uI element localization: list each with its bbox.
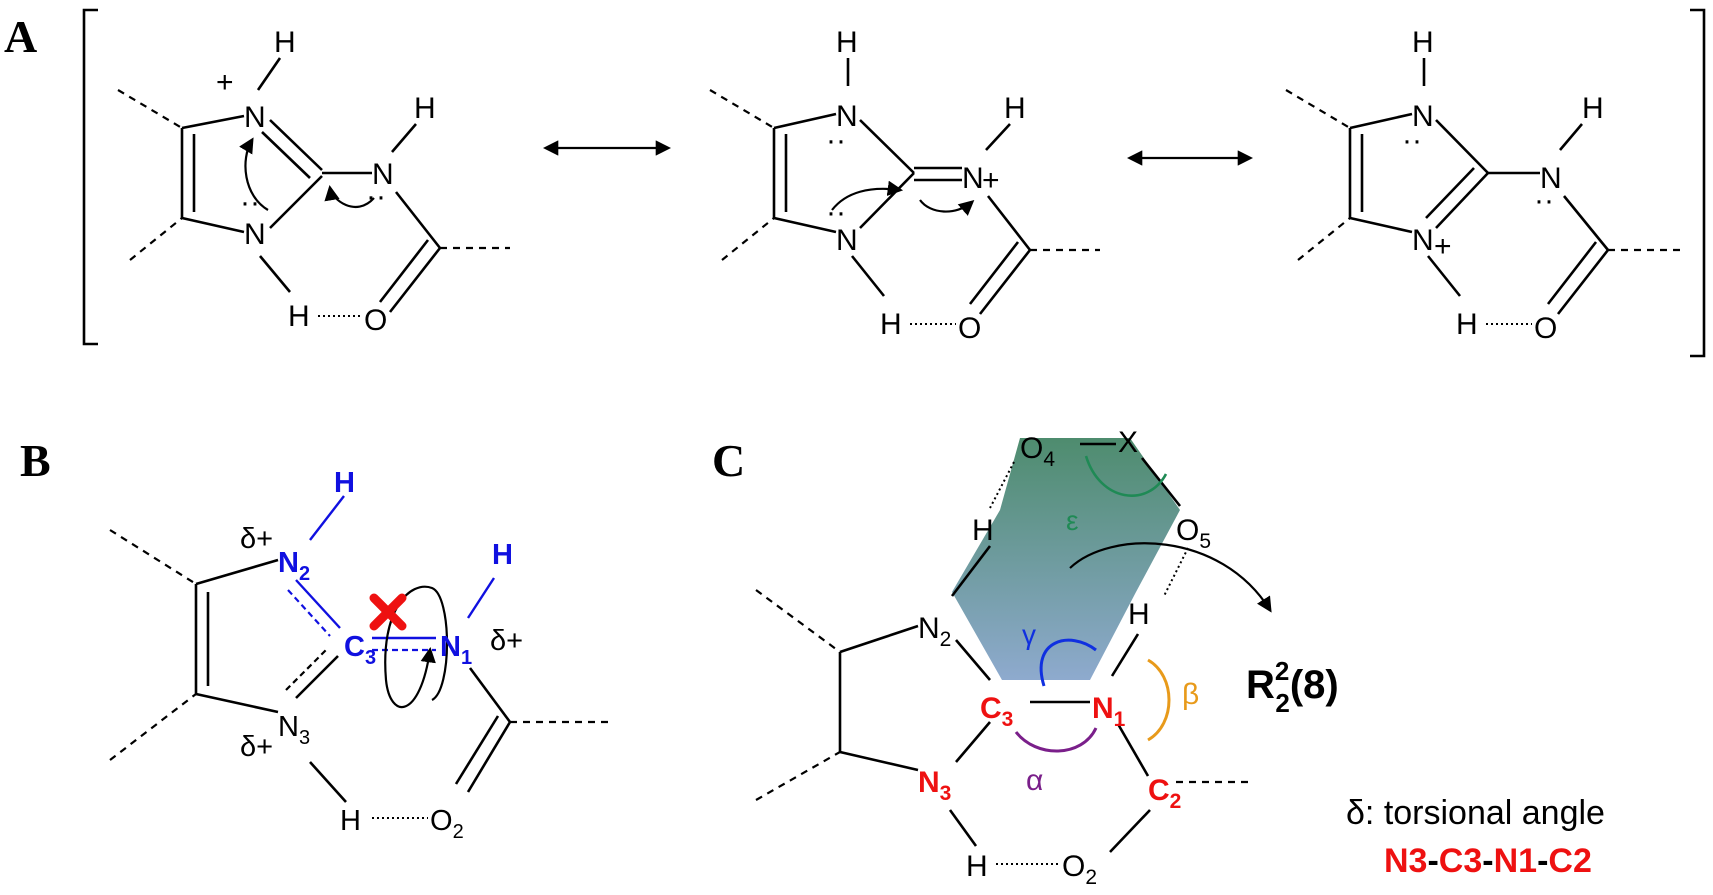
b-delta-n3: δ+ <box>240 731 273 763</box>
panel-a: A N + <box>4 8 1706 358</box>
b-delta-n2: δ+ <box>240 523 273 555</box>
a3-n-bottom: N <box>1412 224 1434 257</box>
b-delta-n1: δ+ <box>490 625 523 657</box>
panel-c: C O4 X O5 H H N2 <box>712 426 1605 889</box>
left-bracket <box>82 8 98 346</box>
b-o2: O2 <box>430 805 464 843</box>
a1-lone-pair-bottom: ·· <box>240 186 260 219</box>
c-h-bottom: H <box>966 850 988 883</box>
a1-o: O <box>364 304 387 337</box>
b-n2: N2 <box>278 547 310 585</box>
a3-h-amide: H <box>1582 92 1604 125</box>
b-n1: N1 <box>440 631 472 669</box>
b-h-n2: H <box>334 467 355 499</box>
a1-lone-pair-amide: ·· <box>366 180 386 213</box>
b-h-bottom: H <box>340 805 361 837</box>
a1-h-amide: H <box>414 92 436 125</box>
blocked-rotation-cross <box>369 593 407 631</box>
c-c2: C2 <box>1148 774 1181 813</box>
a1-n-bottom: N <box>244 218 266 251</box>
panel-b: B H δ+ N2 <box>20 435 612 843</box>
a1-n-top: N <box>244 101 266 134</box>
a1-n-amide: N <box>372 158 394 191</box>
angle-gamma-label: γ <box>1022 619 1036 650</box>
a2-h-bottom: H <box>880 308 902 341</box>
panel-letter-b: B <box>20 435 51 486</box>
a2-n-bottom: N <box>836 224 858 257</box>
a1-plus: + <box>216 66 234 99</box>
c-x: X <box>1118 426 1138 459</box>
c-h-left: H <box>972 514 994 547</box>
angle-epsilon-arc <box>1084 455 1168 497</box>
a2-h-top: H <box>836 26 858 59</box>
a2-o: O <box>958 312 981 345</box>
angle-epsilon-label: ε <box>1066 505 1078 536</box>
angle-gamma-arc <box>1039 638 1097 687</box>
a3-h-bottom: H <box>1456 308 1478 341</box>
c-o5: O5 <box>1176 514 1211 553</box>
b-n3: N3 <box>278 711 310 749</box>
torsion-label: δ: torsional angle <box>1346 794 1605 832</box>
a3-n-amide: N <box>1540 162 1562 195</box>
panel-letter-a: A <box>4 11 37 62</box>
c-o2: O2 <box>1062 850 1097 889</box>
a2-n-top: N <box>836 100 858 133</box>
a2-n-amide: N <box>962 162 984 195</box>
a2-h-amide: H <box>1004 92 1026 125</box>
structure-a1: N + H N ·· N ·· H H O <box>117 26 510 337</box>
a2-lone-pair-bottom: ·· <box>826 196 846 229</box>
a3-o: O <box>1534 312 1557 345</box>
angle-alpha-label: α <box>1026 764 1043 797</box>
angle-beta-arc <box>1147 658 1171 742</box>
c-c3: C3 <box>980 692 1013 731</box>
panel-letter-c: C <box>712 435 745 486</box>
hbond-ring-shading <box>952 438 1180 680</box>
a3-lone-pair-top: ·· <box>1402 124 1422 157</box>
c-h-right: H <box>1128 598 1150 631</box>
a3-h-top: H <box>1412 26 1434 59</box>
a3-n-top: N <box>1412 100 1434 133</box>
a3-plus: + <box>1434 230 1452 263</box>
angle-alpha-arc <box>1014 727 1098 753</box>
b-h-n1: H <box>492 539 513 571</box>
angle-beta-label: β <box>1182 678 1199 711</box>
structure-a3: N ·· H N + N ·· H H O <box>1285 26 1680 345</box>
c-o4: O4 <box>1020 432 1055 471</box>
structure-a2: N ·· H N ·· N + H H O <box>709 26 1100 345</box>
c-n2: N2 <box>918 612 951 651</box>
a1-h-bottom: H <box>288 300 310 333</box>
a2-lone-pair-top: ·· <box>826 124 846 157</box>
a1-h-top: H <box>274 26 296 59</box>
c-n3: N3 <box>918 766 951 805</box>
a2-plus: + <box>982 164 1000 197</box>
a3-lone-pair-amide: ·· <box>1534 184 1554 217</box>
c-n1: N1 <box>1092 692 1126 731</box>
torsion-atoms: N3-C3-N1-C2 <box>1384 842 1592 880</box>
right-bracket <box>1690 8 1706 358</box>
b-c3: C3 <box>344 631 376 669</box>
